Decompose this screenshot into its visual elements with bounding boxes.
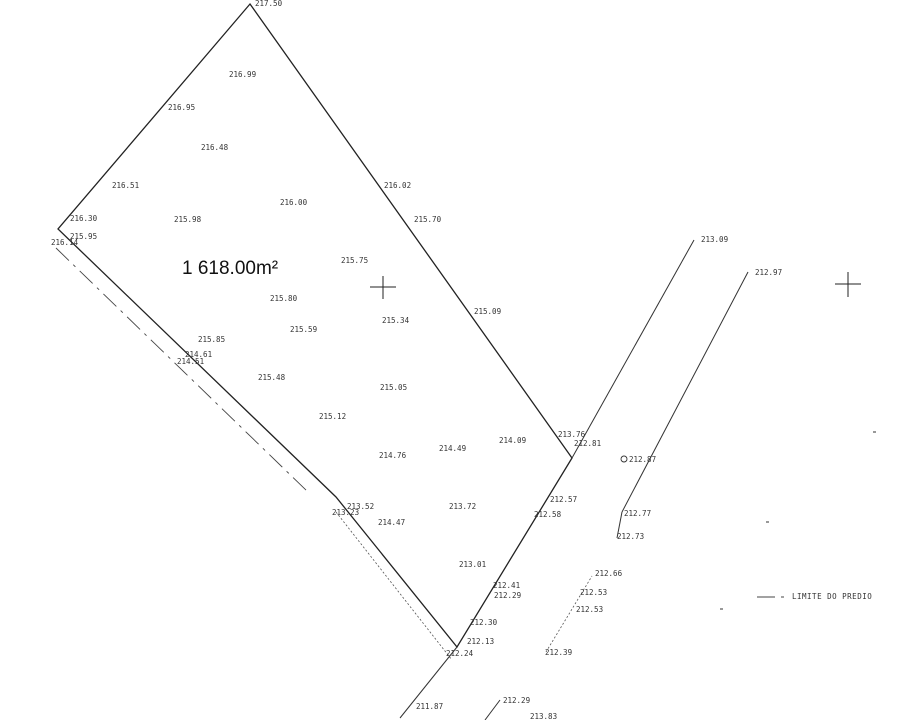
elevation-label: 216.99 — [229, 70, 256, 79]
street-line-east — [621, 271, 749, 513]
elevation-label: 212.87 — [629, 455, 656, 464]
elevation-label: 212.57 — [550, 495, 577, 504]
legend: LIMITE DO PREDIO — [757, 592, 872, 601]
elevation-label: 215.98 — [174, 215, 202, 224]
elevation-label: 214.51 — [177, 357, 204, 366]
elevation-label: 215.05 — [380, 383, 407, 392]
survey-marker-2 — [835, 272, 861, 297]
elevation-label: 213.72 — [449, 502, 476, 511]
elevation-label: 212.53 — [576, 605, 603, 614]
street-line-east-stub — [616, 511, 623, 539]
elevation-label: 212.97 — [755, 268, 782, 277]
street-line-west — [571, 239, 695, 459]
elevation-label: 215.80 — [270, 294, 298, 303]
legend-label: LIMITE DO PREDIO — [792, 592, 872, 601]
elevation-label: 212.13 — [467, 637, 494, 646]
elevation-label: 212.73 — [617, 532, 644, 541]
elevation-label: 212.53 — [580, 588, 607, 597]
elevation-label: 216.00 — [280, 198, 308, 207]
elevation-labels: 217.50 216.99 216.95 216.48 216.51 216.0… — [51, 0, 782, 720]
elevation-label: 216.48 — [201, 143, 229, 152]
elevation-label: 214.76 — [379, 451, 407, 460]
elevation-label: 212.81 — [574, 439, 601, 448]
elevation-label: 212.66 — [595, 569, 623, 578]
lot-boundary — [57, 2, 573, 649]
elevation-label: 212.29 — [503, 696, 530, 705]
elevation-label: 215.48 — [258, 373, 286, 382]
elevation-label: 213.23 — [332, 508, 359, 517]
elevation-label: 213.52 — [347, 502, 374, 511]
survey-marker-1 — [370, 276, 396, 299]
building-limit-line-1 — [55, 247, 309, 493]
elevation-label: 214.49 — [439, 444, 466, 453]
elevation-label: 215.85 — [198, 335, 225, 344]
elevation-label: 212.29 — [494, 591, 521, 600]
building-limit-line-2 — [335, 511, 453, 661]
elevation-label: 213.01 — [459, 560, 486, 569]
curb-dotted-line — [545, 575, 593, 653]
elevation-label: 216.95 — [168, 103, 195, 112]
elevation-label: 215.09 — [474, 307, 501, 316]
elevation-label: 216.30 — [70, 214, 98, 223]
elevation-label: 214.09 — [499, 436, 526, 445]
elevation-label: 216.02 — [384, 181, 411, 190]
elevation-label: 215.70 — [414, 215, 442, 224]
elevation-label: 213.83 — [530, 712, 557, 720]
elevation-label: 211.87 — [416, 702, 443, 711]
elevation-label: 215.95 — [70, 232, 97, 241]
elevation-label: 215.59 — [290, 325, 317, 334]
elevation-label: 212.77 — [624, 509, 651, 518]
elevation-label: 216.14 — [51, 238, 79, 247]
elevation-label: 214.61 — [185, 350, 212, 359]
road-line-south — [399, 646, 458, 719]
elevation-label: 213.09 — [701, 235, 728, 244]
survey-point-circle — [620, 455, 628, 463]
elevation-label: 214.47 — [378, 518, 405, 527]
elevation-label: 215.34 — [382, 316, 410, 325]
elevation-label: 212.39 — [545, 648, 572, 657]
elevation-label: 217.50 — [255, 0, 283, 8]
elevation-label: 215.75 — [341, 256, 368, 265]
elevation-label: 212.41 — [493, 581, 520, 590]
area-label: 1 618.00m² — [182, 258, 278, 279]
elevation-label: 212.30 — [470, 618, 498, 627]
elevation-label: 212.58 — [534, 510, 562, 519]
road-line-south-east — [484, 699, 501, 720]
elevation-label: 213.76 — [558, 430, 586, 439]
elevation-label: 212.24 — [446, 649, 474, 658]
elevation-label: 216.51 — [112, 181, 139, 190]
elevation-label: 215.12 — [319, 412, 346, 421]
